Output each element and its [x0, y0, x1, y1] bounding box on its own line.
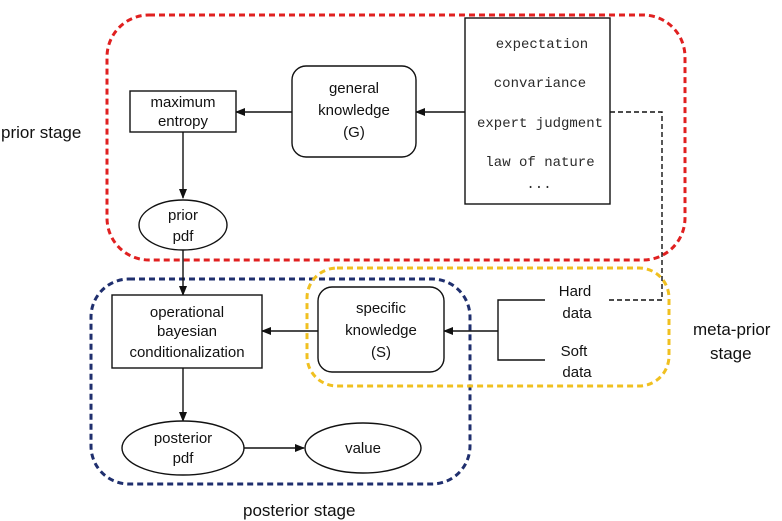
operational-label-3: conditionalization: [129, 344, 244, 361]
specific-knowledge-node: [317, 286, 445, 373]
data-bracket: [497, 299, 545, 361]
list-item-convariance: convariance: [494, 76, 586, 92]
general-knowledge-list-box: [464, 17, 611, 205]
maximum-entropy-label-1: maximum: [150, 94, 215, 111]
list-item-law-of-nature: law of nature: [485, 155, 594, 171]
specific-knowledge-label-1: specific: [356, 300, 407, 317]
general-knowledge-label-1: general: [329, 80, 379, 97]
value-label: value: [345, 440, 381, 457]
hard-data-label-1: Hard: [559, 283, 592, 300]
specific-knowledge-label-3: (S): [371, 344, 391, 361]
general-knowledge-node: [291, 65, 417, 158]
list-item-expectation: expectation: [496, 37, 588, 53]
posterior-stage-region: [89, 277, 472, 486]
specific-knowledge-label-2: knowledge: [345, 322, 417, 339]
prior-pdf-label-2: pdf: [173, 228, 195, 245]
list-item-expert-judgment: expert judgment: [477, 116, 603, 132]
prior-pdf-node: [138, 199, 228, 251]
meta-prior-stage-label-2: stage: [710, 344, 752, 363]
list-item-ellipsis: ...: [526, 177, 551, 193]
operational-bayesian-node: [111, 294, 263, 369]
value-node: [304, 422, 422, 474]
meta-prior-stage-region: [305, 266, 671, 388]
maximum-entropy-node: [129, 90, 237, 133]
operational-label-1: operational: [150, 304, 224, 321]
general-knowledge-label-3: (G): [343, 124, 365, 141]
posterior-pdf-label-1: posterior: [154, 430, 212, 447]
posterior-stage-label: posterior stage: [243, 501, 355, 520]
hard-data-label-2: data: [562, 305, 592, 322]
soft-data-label-2: data: [562, 364, 592, 381]
soft-data-label-1: Soft: [561, 343, 589, 360]
operational-label-2: bayesian: [157, 323, 217, 340]
prior-pdf-label-1: prior: [168, 207, 198, 224]
prior-stage-label: prior stage: [1, 123, 81, 142]
posterior-pdf-node: [121, 420, 245, 476]
prior-stage-region: [105, 13, 687, 262]
posterior-pdf-label-2: pdf: [173, 450, 195, 467]
general-knowledge-label-2: knowledge: [318, 102, 390, 119]
maximum-entropy-label-2: entropy: [158, 113, 209, 130]
meta-prior-stage-label: meta-prior: [693, 320, 771, 339]
dashed-link-hard-data-to-general-list: [606, 111, 663, 301]
